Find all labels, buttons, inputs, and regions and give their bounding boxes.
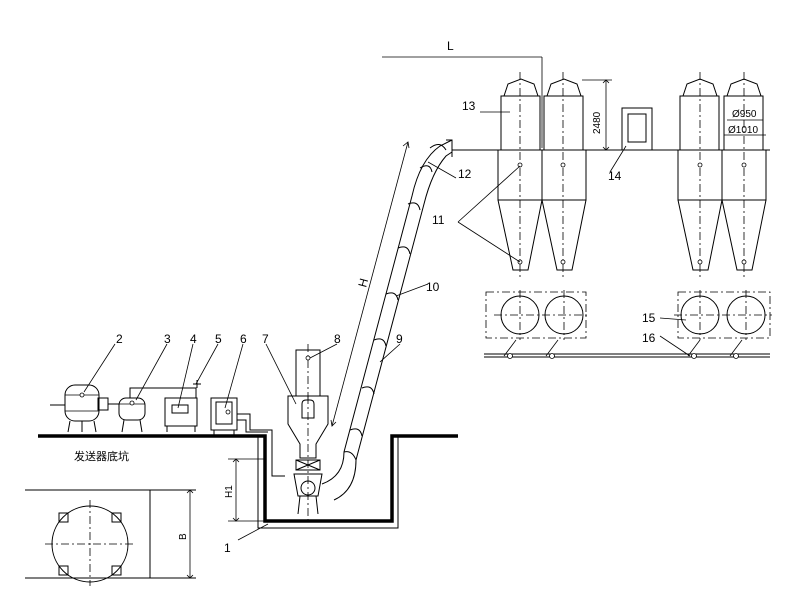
storage-bin-3 xyxy=(677,72,723,278)
bin-height-dimension xyxy=(582,79,612,151)
label-9: 9 xyxy=(396,332,403,346)
label-4: 4 xyxy=(190,332,197,346)
label-11: 11 xyxy=(432,213,445,227)
label-8: 8 xyxy=(334,332,341,346)
length-dimension xyxy=(382,56,543,148)
dimension-inner-diameter-label: Ø950 xyxy=(732,109,757,120)
dimension-bin-height-label: 2480 xyxy=(592,111,603,134)
storage-bin-4 xyxy=(721,72,767,278)
air-receiver-tank xyxy=(108,387,197,433)
air-supply-pipe xyxy=(193,380,285,477)
bin-plan-view-left xyxy=(485,290,588,340)
leader-lines xyxy=(83,111,691,541)
dimension-pit-depth-label: H1 xyxy=(224,485,235,498)
diameter-dimensions xyxy=(724,119,766,136)
air-compressor xyxy=(50,384,109,433)
conveying-pipeline xyxy=(321,139,453,501)
bin-control-panel xyxy=(621,107,653,151)
label-5: 5 xyxy=(215,332,222,346)
label-14: 14 xyxy=(608,169,622,183)
feed-bin xyxy=(295,344,321,400)
label-3: 3 xyxy=(164,332,171,346)
label-1: 1 xyxy=(224,541,231,555)
pit-caption: 发送器底坑 xyxy=(74,449,129,463)
ground-and-pit xyxy=(38,434,458,529)
label-10: 10 xyxy=(426,280,440,294)
dimension-pit-width-label: B xyxy=(178,533,189,540)
storage-bin-2 xyxy=(541,72,587,278)
dimension-length-label: L xyxy=(447,39,454,53)
bin-plan-view-right xyxy=(674,290,772,340)
label-15: 15 xyxy=(642,311,656,325)
pit-plan-view xyxy=(25,489,196,586)
dimension-outer-diameter-label: Ø1010 xyxy=(728,125,758,136)
control-cabinet xyxy=(210,397,238,436)
dimension-height-label: H xyxy=(355,277,371,289)
label-16: 16 xyxy=(642,331,656,345)
storage-bin-1 xyxy=(497,72,543,278)
bin-valve-lines xyxy=(484,339,770,359)
label-7: 7 xyxy=(262,332,269,346)
height-dimension xyxy=(330,141,410,427)
label-2: 2 xyxy=(116,332,123,346)
label-6: 6 xyxy=(240,332,247,346)
pneumatic-sender-tank xyxy=(287,395,329,520)
pit-depth-dimension xyxy=(228,458,265,522)
label-12: 12 xyxy=(458,167,472,181)
label-13: 13 xyxy=(462,99,476,113)
filter-unit xyxy=(164,397,198,432)
